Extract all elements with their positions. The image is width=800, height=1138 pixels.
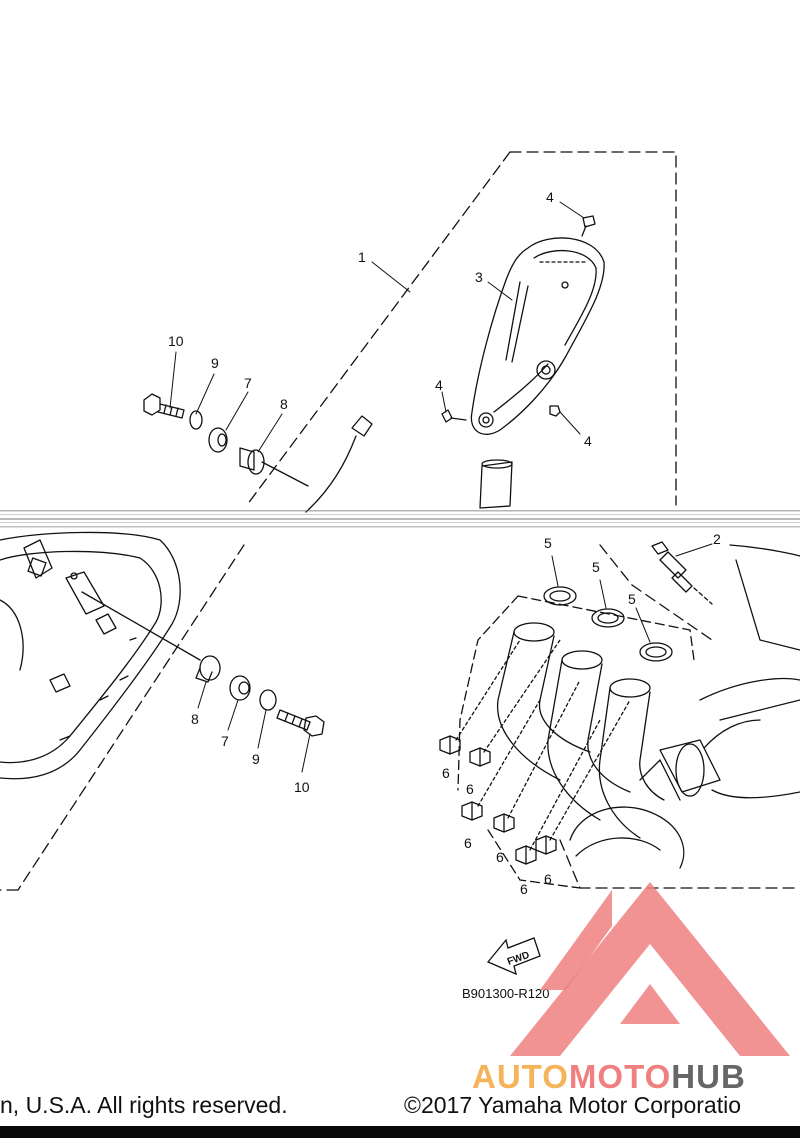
watermark-moto: MOTO — [568, 1058, 672, 1095]
nut-6f — [535, 835, 557, 855]
nut-6e — [515, 845, 537, 865]
callout-8-lower: 8 — [191, 711, 199, 727]
callout-1: 1 — [358, 249, 366, 265]
callout-8-upper: 8 — [280, 396, 288, 412]
nut-4-right — [549, 405, 561, 417]
callout-4-right: 4 — [584, 433, 592, 449]
watermark-logo-icon — [510, 882, 790, 1056]
nut-6d — [493, 813, 515, 833]
callout-3: 3 — [475, 269, 483, 285]
watermark-auto: AUTO — [472, 1058, 569, 1095]
watermark-hub: HUB — [671, 1058, 746, 1095]
bolt-10-lower — [276, 709, 325, 737]
collar-7-upper — [208, 427, 228, 453]
leader-lines — [169, 201, 713, 773]
diagram-code: B901300-R120 — [462, 986, 549, 1001]
callout-6c: 6 — [464, 835, 472, 851]
watermark-text: AUTOMOTOHUB — [472, 1058, 746, 1096]
damper-8-lower — [195, 655, 221, 683]
callout-5a: 5 — [544, 535, 552, 551]
gasket-5b — [591, 608, 625, 628]
muffler-right — [729, 544, 800, 651]
sensor-connector — [305, 415, 373, 513]
nut-6b — [469, 747, 491, 767]
bolt-10-upper — [143, 393, 185, 419]
nut-axis-lines — [455, 639, 631, 851]
washer-9-lower — [259, 689, 277, 711]
callout-6f: 6 — [544, 871, 552, 887]
scan-noise-band — [0, 510, 800, 528]
damper-8-upper — [239, 447, 309, 487]
muffler-left — [0, 531, 181, 780]
fwd-arrow-icon: FWD — [486, 937, 541, 976]
bottom-bar — [0, 1126, 800, 1138]
nut-6a — [439, 735, 461, 755]
washer-9-upper — [189, 410, 203, 430]
callout-4-left: 4 — [435, 377, 443, 393]
bolt-4-top — [581, 215, 596, 237]
callout-6d: 6 — [496, 849, 504, 865]
gasket-5c — [639, 642, 673, 662]
gasket-5a — [543, 586, 577, 606]
callout-7-upper: 7 — [244, 375, 252, 391]
callout-10-upper: 10 — [168, 333, 184, 349]
callout-6a: 6 — [442, 765, 450, 781]
callout-7-lower: 7 — [221, 733, 229, 749]
heat-protector — [470, 237, 605, 435]
header-bracket — [457, 595, 695, 889]
nut-6c — [461, 801, 483, 821]
footer-rights: n, U.S.A. All rights reserved. — [0, 1092, 288, 1118]
callout-5b: 5 — [592, 559, 600, 575]
callout-9-lower: 9 — [252, 751, 260, 767]
callout-4-top: 4 — [546, 189, 554, 205]
callout-6e: 6 — [520, 881, 528, 897]
callout-10-lower: 10 — [294, 779, 310, 795]
assembly-outline — [0, 151, 800, 891]
footer-copyright: ©2017 Yamaha Motor Corporatio — [404, 1092, 742, 1118]
callout-2: 2 — [713, 531, 721, 547]
collar-7-lower — [229, 675, 251, 701]
o2-sensor — [651, 541, 713, 605]
callout-6b: 6 — [466, 781, 474, 797]
mount-axis-line — [81, 591, 201, 661]
exhaust-header-pipes — [496, 622, 800, 869]
callout-9-upper: 9 — [211, 355, 219, 371]
pipe-stub — [479, 459, 513, 509]
callout-numbers: 1 2 3 4 4 4 5 5 5 6 6 6 6 6 6 7 7 8 8 9 … — [168, 189, 721, 897]
callout-5c: 5 — [628, 591, 636, 607]
